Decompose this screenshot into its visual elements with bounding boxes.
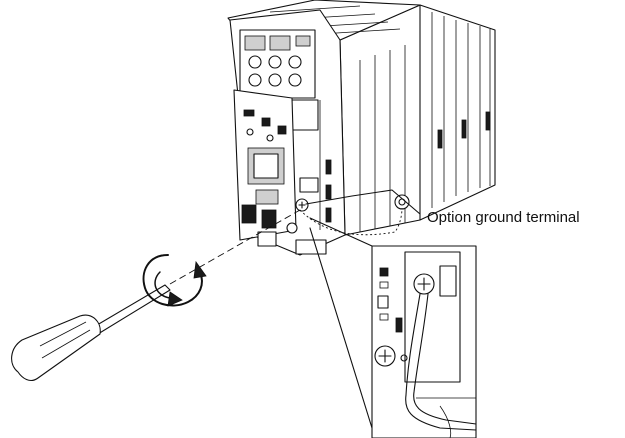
screwdriver-handle	[11, 314, 101, 381]
inverter-drive-icon	[227, 0, 496, 256]
detail-inset	[309, 217, 477, 438]
rotation-arrow-icon	[142, 254, 207, 307]
ground-wire-path	[299, 207, 403, 236]
screwdriver-handle-groove	[39, 321, 87, 347]
inset-part-2	[379, 281, 389, 289]
inset-connector	[439, 265, 457, 297]
inset-part-3	[377, 295, 389, 309]
inset-part-5	[395, 317, 403, 333]
screwdriver-handle-groove-2	[41, 329, 91, 359]
callout-label: Option ground terminal	[427, 209, 580, 226]
screwdriver-axis-line	[169, 209, 301, 285]
heatsink-fins	[339, 4, 496, 236]
inset-guide-line-top	[309, 217, 373, 247]
inset-part-4	[379, 313, 389, 321]
ground-wire-icon	[405, 293, 477, 438]
inset-guide-line-bottom	[309, 227, 373, 429]
inset-part-1	[379, 267, 389, 277]
ground-terminal-icon	[286, 194, 410, 255]
option-board-icon	[233, 89, 319, 247]
callout: Option ground terminal	[305, 189, 580, 226]
callout-leader-line	[305, 189, 421, 215]
ground-screw-icon	[374, 273, 435, 367]
